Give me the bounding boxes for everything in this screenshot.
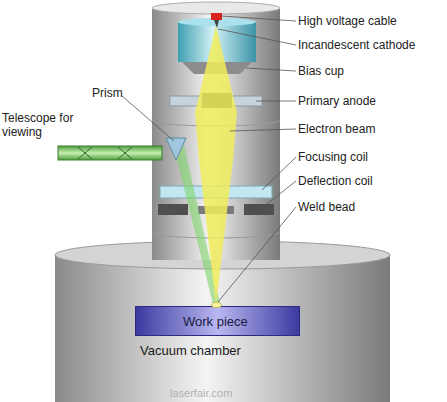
part-label: Primary anode xyxy=(298,94,376,108)
leader-line xyxy=(122,96,174,141)
leader-line xyxy=(218,207,296,302)
part-label: Focusing coil xyxy=(298,150,368,164)
leader-line xyxy=(262,157,296,190)
node-label: Vacuum chamber xyxy=(140,343,241,358)
part-label: Incandescent cathode xyxy=(298,38,415,52)
vacuum-chamber: Vacuum chamber Work piece xyxy=(55,250,390,402)
telescope-lens xyxy=(78,147,132,159)
leader-line xyxy=(262,181,296,208)
leader-line xyxy=(230,129,296,131)
deflection-coil xyxy=(244,204,274,215)
column-top xyxy=(152,2,280,14)
high-voltage-cable xyxy=(211,13,222,20)
leader-line xyxy=(218,29,296,45)
leader-line xyxy=(256,101,296,102)
part-label: Deflection coil xyxy=(298,174,373,188)
part-label: Bias cup xyxy=(298,64,344,78)
part-label: High voltage cable xyxy=(298,14,397,28)
chamber-body xyxy=(55,255,390,402)
deflection-coil xyxy=(158,204,188,215)
part-label: Electron beam xyxy=(298,122,375,136)
part-label: Telescope for viewing xyxy=(2,111,82,139)
prism xyxy=(166,138,186,160)
leader-line xyxy=(246,68,296,71)
leader-line xyxy=(221,16,296,21)
part-label: Weld bead xyxy=(298,200,355,214)
work-piece: Work piece xyxy=(135,306,300,336)
cathode-filament xyxy=(214,20,219,28)
electron-beam xyxy=(195,26,237,305)
telescope xyxy=(58,146,162,160)
part-label: Prism xyxy=(92,86,123,100)
node-label: Work piece xyxy=(183,314,248,329)
watermark: laserfair.com xyxy=(170,386,232,400)
